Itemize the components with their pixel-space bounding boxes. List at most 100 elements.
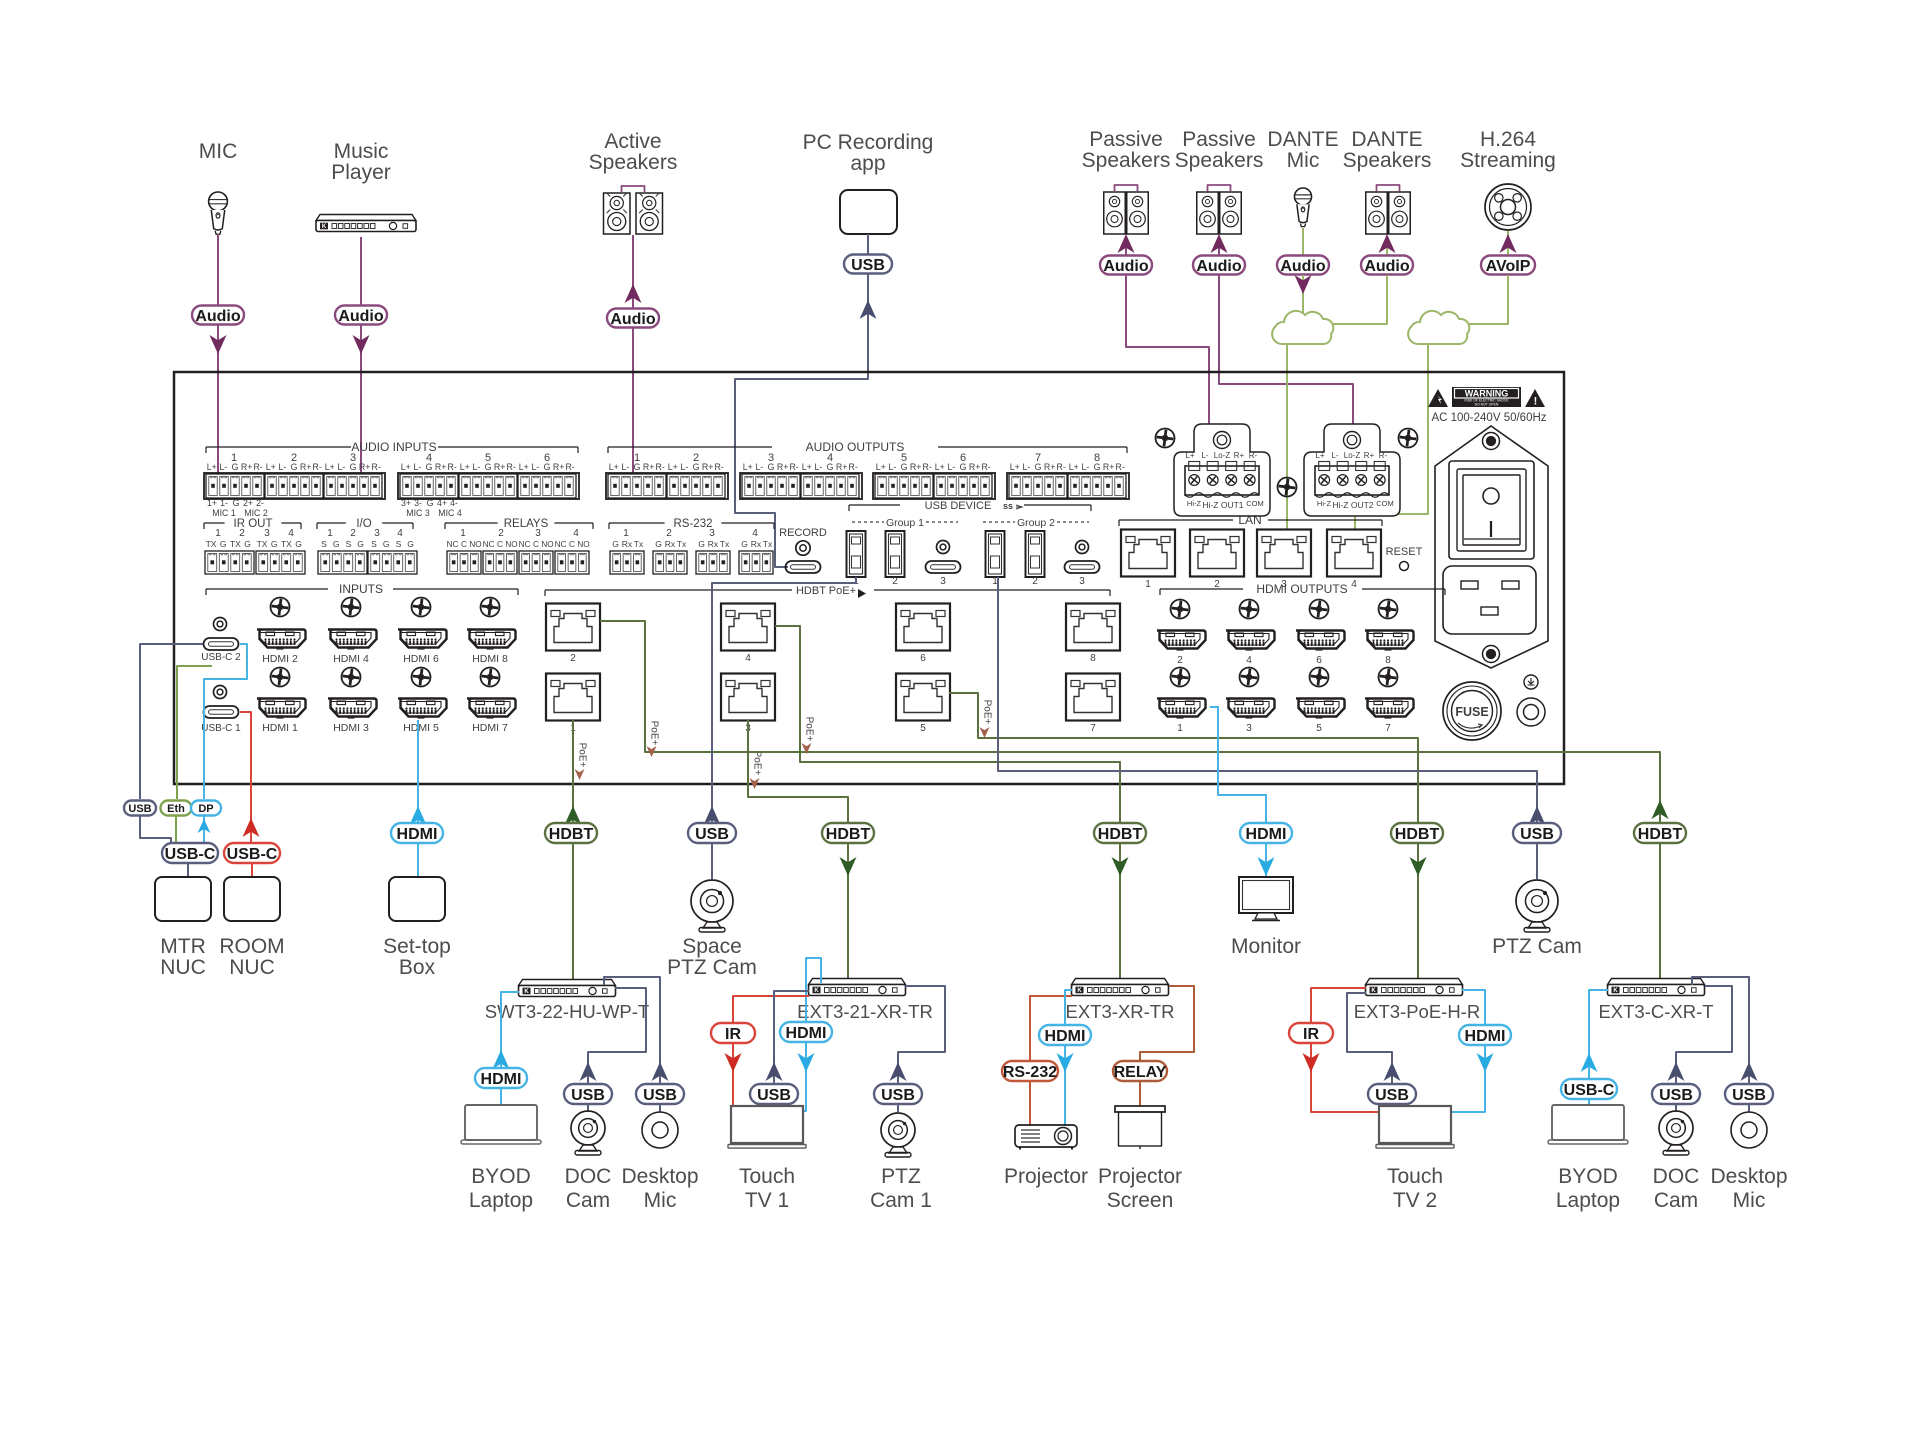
svg-text:K: K bbox=[814, 988, 819, 994]
svg-text:MIC: MIC bbox=[199, 140, 238, 163]
svg-text:EXT3-XR-TR: EXT3-XR-TR bbox=[1066, 1001, 1175, 1022]
svg-text:C: C bbox=[497, 540, 503, 549]
svg-text:2: 2 bbox=[892, 576, 898, 587]
svg-text:L+: L+ bbox=[460, 462, 470, 472]
svg-text:R+: R+ bbox=[241, 462, 253, 472]
svg-text:BYOD: BYOD bbox=[471, 1165, 531, 1188]
svg-text:RS-232: RS-232 bbox=[674, 518, 713, 530]
svg-text:WARNING: WARNING bbox=[1465, 389, 1509, 399]
svg-text:G: G bbox=[612, 539, 619, 549]
svg-text:Audio: Audio bbox=[195, 308, 241, 325]
svg-text:R-: R- bbox=[313, 462, 322, 472]
svg-text:R+: R+ bbox=[359, 462, 371, 472]
svg-text:DANTE: DANTE bbox=[1267, 128, 1338, 151]
svg-text:G: G bbox=[741, 539, 748, 549]
svg-text:EXT3-PoE-H-R: EXT3-PoE-H-R bbox=[1354, 1001, 1480, 1022]
svg-text:3: 3 bbox=[940, 576, 946, 587]
svg-text:Touch: Touch bbox=[1387, 1165, 1443, 1188]
svg-text:1: 1 bbox=[1177, 723, 1183, 734]
svg-text:K: K bbox=[1613, 988, 1618, 994]
svg-text:S: S bbox=[396, 539, 402, 549]
svg-text:USB: USB bbox=[881, 1087, 915, 1104]
svg-text:HDMI: HDMI bbox=[481, 1071, 522, 1088]
svg-text:L-: L- bbox=[814, 462, 822, 472]
svg-text:R+: R+ bbox=[836, 462, 848, 472]
svg-text:L-: L- bbox=[219, 462, 227, 472]
svg-text:Speakers: Speakers bbox=[1082, 149, 1171, 172]
svg-text:app: app bbox=[850, 152, 885, 175]
svg-text:Passive: Passive bbox=[1089, 128, 1163, 151]
svg-text:4-: 4- bbox=[450, 498, 458, 508]
svg-text:HDBT: HDBT bbox=[1098, 826, 1143, 843]
svg-text:USB-C: USB-C bbox=[165, 846, 216, 863]
svg-text:USB: USB bbox=[695, 826, 729, 843]
svg-text:FUSE: FUSE bbox=[1455, 705, 1488, 719]
svg-text:HDBT: HDBT bbox=[1395, 826, 1440, 843]
svg-text:MIC 2: MIC 2 bbox=[244, 508, 268, 518]
svg-text:EXT3-C-XR-T: EXT3-C-XR-T bbox=[1598, 1001, 1713, 1022]
svg-text:Active: Active bbox=[604, 130, 661, 153]
svg-text:USB-C: USB-C bbox=[227, 846, 278, 863]
svg-text:4: 4 bbox=[745, 653, 751, 664]
svg-text:R-: R- bbox=[1249, 451, 1258, 460]
svg-text:PTZ: PTZ bbox=[881, 1165, 921, 1188]
svg-text:HDBT: HDBT bbox=[1638, 826, 1683, 843]
svg-text:Desktop: Desktop bbox=[621, 1165, 698, 1188]
svg-text:Hi-Z: Hi-Z bbox=[1187, 499, 1202, 508]
svg-text:MIC 1: MIC 1 bbox=[212, 508, 236, 518]
svg-text:RS-232: RS-232 bbox=[1003, 1064, 1057, 1081]
svg-text:USB: USB bbox=[1375, 1087, 1409, 1104]
svg-text:1: 1 bbox=[215, 528, 221, 539]
svg-text:2: 2 bbox=[239, 528, 245, 539]
svg-text:G: G bbox=[271, 539, 278, 549]
svg-text:6: 6 bbox=[960, 452, 966, 464]
svg-text:G: G bbox=[485, 462, 492, 472]
svg-text:3: 3 bbox=[1246, 723, 1252, 734]
svg-text:PTZ Cam: PTZ Cam bbox=[1492, 935, 1582, 958]
svg-text:Audio: Audio bbox=[1280, 258, 1326, 275]
svg-text:1+: 1+ bbox=[207, 498, 217, 508]
svg-text:1-: 1- bbox=[220, 498, 228, 508]
svg-text:L+: L+ bbox=[668, 462, 678, 472]
svg-text:DANTE: DANTE bbox=[1351, 128, 1422, 151]
svg-text:G: G bbox=[407, 539, 414, 549]
svg-text:Projector: Projector bbox=[1004, 1165, 1088, 1188]
svg-text:TV 1: TV 1 bbox=[745, 1189, 789, 1212]
svg-text:G: G bbox=[901, 462, 908, 472]
svg-text:L-: L- bbox=[621, 462, 629, 472]
svg-text:C: C bbox=[533, 540, 539, 549]
svg-text:Rx: Rx bbox=[665, 539, 676, 549]
svg-text:G: G bbox=[698, 539, 705, 549]
svg-text:HDMI 2: HDMI 2 bbox=[262, 653, 298, 665]
svg-text:TX: TX bbox=[281, 539, 292, 549]
svg-text:G: G bbox=[544, 462, 551, 472]
svg-text:AUDIO INPUTS: AUDIO INPUTS bbox=[351, 440, 436, 454]
svg-text:5: 5 bbox=[920, 723, 926, 734]
svg-text:L+: L+ bbox=[1315, 451, 1324, 460]
svg-text:PoE+: PoE+ bbox=[804, 717, 815, 742]
svg-text:L+: L+ bbox=[325, 462, 335, 472]
svg-text:2: 2 bbox=[1177, 655, 1183, 666]
svg-text:HDMI: HDMI bbox=[397, 826, 438, 843]
svg-text:DOC: DOC bbox=[1653, 1165, 1700, 1188]
svg-text:R+: R+ bbox=[910, 462, 922, 472]
svg-text:PoE+: PoE+ bbox=[982, 700, 993, 725]
svg-text:Mic: Mic bbox=[1287, 149, 1320, 172]
svg-text:IR: IR bbox=[725, 1026, 741, 1043]
svg-text:L+: L+ bbox=[935, 462, 945, 472]
svg-text:L+: L+ bbox=[207, 462, 217, 472]
svg-text:Audio: Audio bbox=[1196, 258, 1242, 275]
svg-text:Eth: Eth bbox=[167, 803, 185, 815]
svg-text:2: 2 bbox=[291, 452, 297, 464]
svg-text:USB: USB bbox=[757, 1087, 791, 1104]
svg-text:HDBT: HDBT bbox=[826, 826, 871, 843]
svg-text:Passive: Passive bbox=[1182, 128, 1256, 151]
svg-text:HDMI: HDMI bbox=[1045, 1028, 1086, 1045]
svg-text:Music: Music bbox=[334, 140, 389, 163]
svg-text:PoE+: PoE+ bbox=[577, 743, 588, 768]
svg-text:5: 5 bbox=[901, 452, 907, 464]
svg-text:L-: L- bbox=[1022, 462, 1030, 472]
svg-text:Lo-Z: Lo-Z bbox=[1344, 451, 1361, 460]
svg-text:NO: NO bbox=[469, 540, 481, 549]
svg-text:G: G bbox=[693, 462, 700, 472]
